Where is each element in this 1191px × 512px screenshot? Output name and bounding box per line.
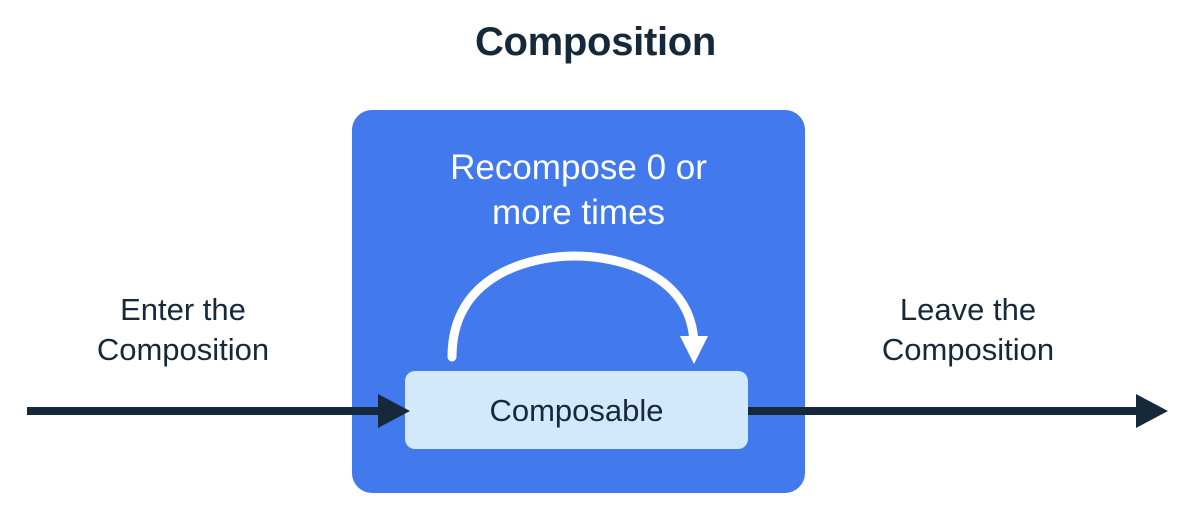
recompose-label-line-2: more times [491, 192, 666, 232]
recompose-label-line-1: Recompose 0 or [450, 148, 707, 187]
composable-label: Composable [489, 392, 664, 428]
enter-caption-line-2: Composition [96, 332, 270, 368]
enter-composition-caption: Enter the Composition [33, 290, 333, 371]
recompose-label: Recompose 0 or more times [352, 146, 805, 236]
enter-composition-arrow-icon [27, 394, 410, 428]
leave-caption-line-2: Composition [881, 332, 1055, 368]
enter-caption-line-1: Enter the [120, 292, 246, 327]
leave-composition-caption: Leave the Composition [818, 290, 1118, 371]
leave-composition-arrow-icon [748, 394, 1168, 428]
page-title: Composition [474, 20, 717, 64]
leave-caption-line-1: Leave the [899, 292, 1037, 327]
recompose-loop-arrow-icon [447, 251, 708, 364]
composable-node: Composable [405, 371, 748, 449]
